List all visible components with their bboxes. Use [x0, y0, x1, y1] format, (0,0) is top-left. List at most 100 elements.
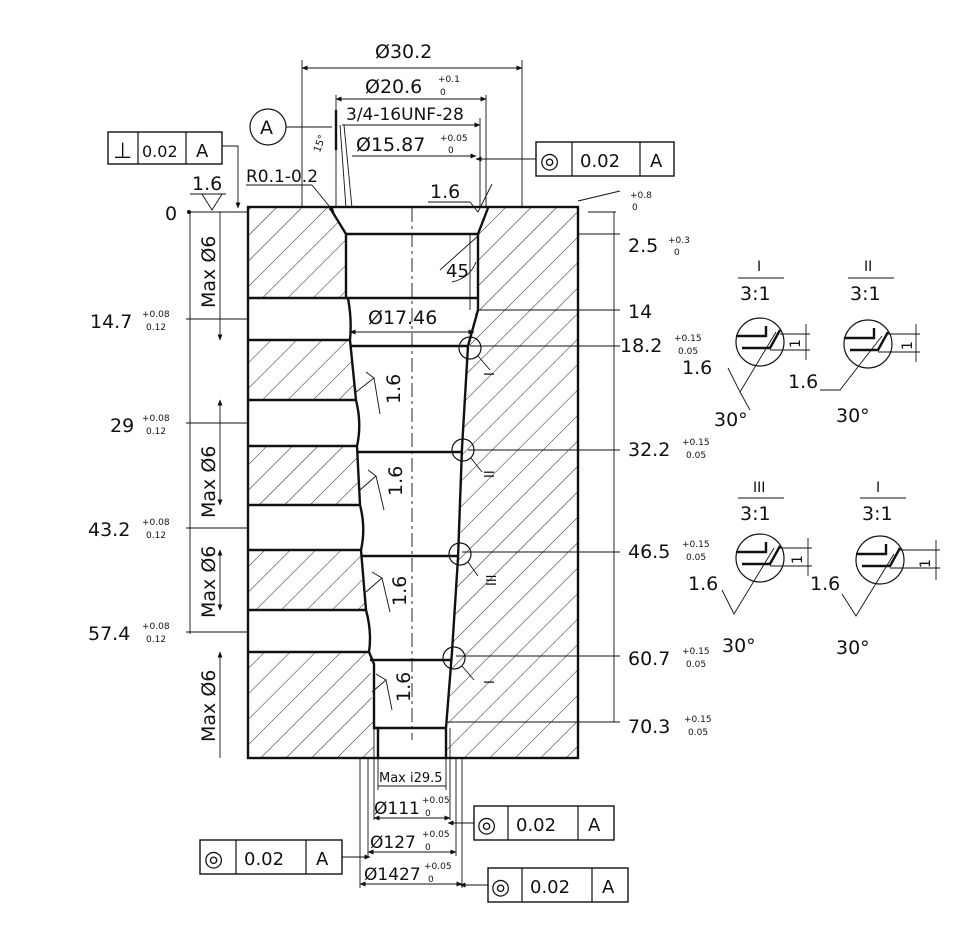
left-dim-57-4-lo: 0.12: [146, 635, 166, 645]
max-d6-label-1: Max Ø6: [198, 236, 220, 308]
angle-15: 15°: [312, 134, 328, 154]
bore-roughness-3: 1.6: [389, 576, 411, 606]
detail-view-1: I 3:1 1 1.6 30°: [682, 259, 810, 431]
roughness-top-mid: 1.6: [430, 181, 460, 203]
fcf-concentricity-b2: ◎ 0.02 A: [199, 839, 371, 875]
detail-dim-3: 1: [790, 555, 806, 564]
right-dim-18-2-up: +0.15: [674, 334, 702, 344]
dim-d127-up: +0.05: [422, 830, 450, 840]
left-dim-57-4: 57.4: [88, 623, 130, 645]
detail-roman-1: I: [757, 259, 761, 275]
right-dim-32-2: 32.2: [628, 439, 670, 461]
detail-rough-2: 1.6: [788, 371, 818, 393]
depth-tol-lo: 0: [632, 203, 638, 213]
detail-scale-1: 3:1: [740, 283, 771, 305]
concentricity-icon: ◎: [477, 813, 496, 838]
left-dim-43-2-up: +0.08: [142, 518, 170, 528]
detail-scale-2: 3:1: [850, 283, 881, 305]
detail-dim-1: 1: [788, 339, 804, 348]
marker-label-4: I: [483, 680, 498, 684]
dim-d111-up: +0.05: [422, 796, 450, 806]
detail-dim-4: 1: [918, 559, 934, 568]
right-dim-60-7-up: +0.15: [682, 647, 710, 657]
dim-d127: Ø127: [370, 833, 416, 853]
right-dim-18-2-lo: 0.05: [678, 347, 698, 357]
right-dim-46-5-up: +0.15: [682, 540, 710, 550]
part-outline: [246, 205, 580, 760]
dim-max-29-5: Max i29.5: [379, 771, 443, 786]
right-dim-70-3-up: +0.15: [684, 715, 712, 725]
left-dim-29: 29: [110, 415, 134, 437]
fcf-conc-b1-datum: A: [588, 815, 601, 836]
detail-angle-4: 30°: [836, 637, 870, 659]
right-dim-60-7: 60.7: [628, 648, 670, 670]
left-dimensions: 14.7 +0.08 0.12 29 +0.08 0.12 43.2 +0.08…: [88, 212, 248, 758]
detail-angle-1: 30°: [714, 409, 748, 431]
detail-dim-2: 1: [900, 341, 916, 350]
left-dim-14-7-lo: 0.12: [146, 323, 166, 333]
right-dim-18-2: 18.2: [620, 335, 662, 357]
datum-a: A: [249, 108, 332, 146]
detail-roman-4: I: [876, 480, 880, 496]
max-d6-label-3: Max Ø6: [198, 546, 220, 618]
concentricity-icon: ◎: [204, 847, 223, 872]
thread-spec: 3/4-16UNF-28: [346, 105, 464, 125]
bore-roughness-1: 1.6: [383, 374, 405, 404]
marker-label-1: I: [483, 372, 498, 376]
right-dim-2-5-up: +0.3: [668, 236, 690, 246]
detail-scale-4: 3:1: [862, 503, 893, 525]
right-dim-32-2-up: +0.15: [682, 438, 710, 448]
concentricity-icon: ◎: [540, 149, 559, 174]
left-dim-14-7-up: +0.08: [142, 310, 170, 320]
detail-marker-circle-4: [442, 646, 466, 670]
detail-roman-2: II: [864, 259, 872, 275]
bore-roughness: 1.6 1.6 1.6 1.6: [355, 371, 415, 711]
fcf-conc-b2-tol: 0.02: [244, 849, 284, 870]
detail-view-2: II 3:1 1 1.6 30°: [788, 259, 920, 427]
fcf-conc-b3-tol: 0.02: [530, 877, 570, 898]
part-section: [246, 205, 580, 760]
detail-scale-3: 3:1: [740, 503, 771, 525]
left-dim-14-7: 14.7: [90, 311, 132, 333]
detail-rough-1: 1.6: [682, 357, 712, 379]
right-dim-70-3-lo: 0.05: [688, 728, 708, 738]
zero-ref: 0: [165, 203, 177, 225]
fcf-conc-b3-datum: A: [602, 877, 615, 898]
dim-d17-46: Ø17.46: [368, 307, 437, 329]
detail-marker-circle-1: [458, 336, 482, 360]
dim-d20-6-tol-up: +0.1: [438, 75, 460, 85]
radius-callout: R0.1-0.2: [246, 167, 318, 187]
detail-markers: I II III I: [461, 355, 500, 684]
right-dim-60-7-lo: 0.05: [686, 660, 706, 670]
detail-view-3: III 3:1 1 1.6 30°: [688, 480, 812, 657]
fcf-perp-tol: 0.02: [142, 142, 178, 161]
bore-roughness-4: 1.6: [393, 672, 415, 702]
right-dim-46-5-lo: 0.05: [686, 553, 706, 563]
right-dim-70-3: 70.3: [628, 716, 670, 738]
right-dimensions: 2.5 +0.3 0 14 18.2 +0.15 0.05 32.2 +0.15…: [446, 212, 712, 738]
dim-d127-lo: 0: [425, 843, 431, 853]
dim-d15-87-tol-up: +0.05: [440, 134, 468, 144]
perpendicularity-icon: ⊥: [113, 139, 132, 164]
detail-rough-3: 1.6: [688, 573, 718, 595]
fcf-conc-b2-datum: A: [316, 849, 329, 870]
bore-outline: [328, 207, 490, 758]
dim-d111: Ø111: [374, 799, 420, 819]
right-dim-2-5-lo: 0: [674, 248, 680, 258]
concentricity-icon: ◎: [491, 875, 510, 900]
fcf-perpendicularity: ⊥ 0.02 A: [107, 131, 241, 209]
fcf-conc-top-datum: A: [650, 151, 663, 172]
detail-roman-3: III: [753, 480, 765, 496]
bore-roughness-2: 1.6: [385, 466, 407, 496]
left-dim-43-2: 43.2: [88, 519, 130, 541]
cross-holes: [248, 296, 369, 654]
right-dim-2-5: 2.5: [628, 235, 658, 257]
dim-d1427-lo: 0: [428, 875, 434, 885]
fcf-perp-datum: A: [196, 141, 209, 162]
dim-d20-6-tol-lo: 0: [440, 88, 446, 98]
left-dim-57-4-up: +0.08: [142, 622, 170, 632]
bottom-dimensions: Max i29.5 Ø111 +0.05 0 Ø127 +0.05 0 Ø142…: [359, 728, 463, 888]
left-wall-hatch: [248, 208, 374, 758]
marker-label-3: III: [485, 574, 500, 586]
detail-angle-3: 30°: [722, 635, 756, 657]
